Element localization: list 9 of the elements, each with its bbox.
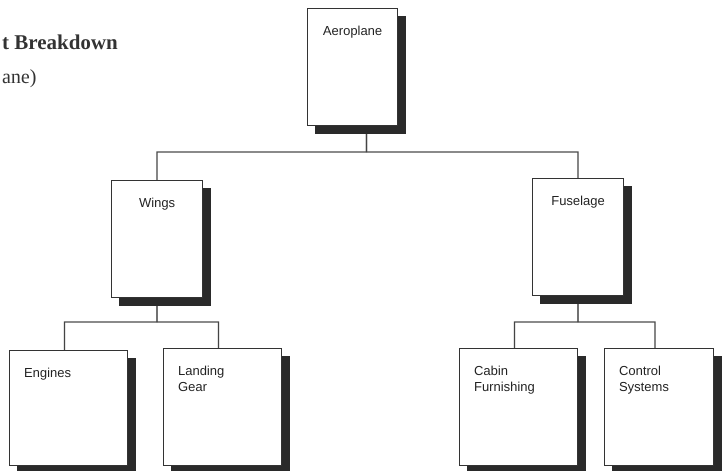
diagram-title: t Breakdown <box>2 30 118 55</box>
component-label: Control Systems <box>619 363 670 394</box>
component-label: Fuselage <box>550 193 606 209</box>
component-label: Landing Gear <box>178 363 226 394</box>
component-label: Wings <box>138 195 176 211</box>
component-label: Cabin Furnishing <box>474 363 536 394</box>
component-label: Aeroplane <box>322 23 384 39</box>
component-label: Engines <box>24 365 72 381</box>
subtitle-text: ane) <box>2 66 36 89</box>
